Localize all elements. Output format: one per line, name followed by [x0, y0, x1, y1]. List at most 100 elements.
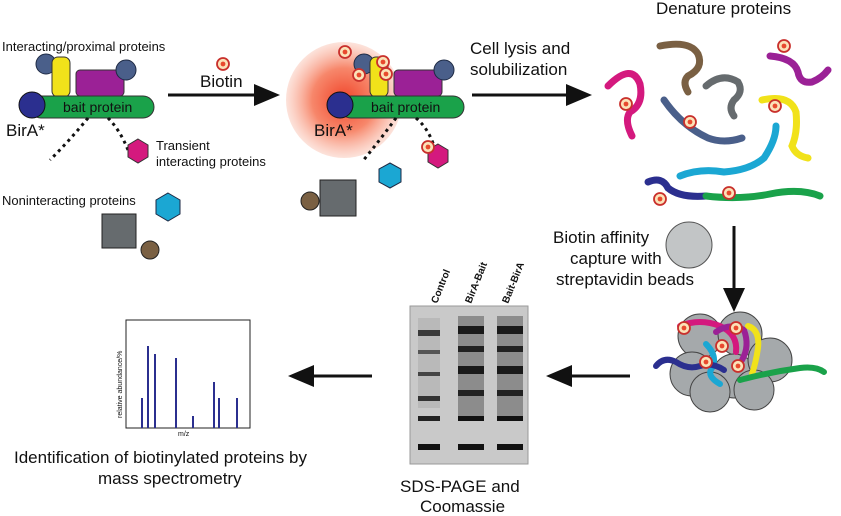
biotin-dot	[715, 339, 729, 353]
interacting-proteins-label: Interacting/proximal proteins	[2, 39, 166, 54]
birA-enzyme-2	[326, 91, 354, 119]
arrow-to-gel	[546, 365, 630, 387]
bait-protein-label-2: bait protein	[371, 99, 440, 115]
panel-bait-complex: Interacting/proximal proteins bait prote…	[2, 39, 266, 260]
step-cell-lysis: Cell lysis and solubilization	[470, 39, 592, 106]
biotin-dot	[699, 355, 713, 369]
spectrum-xlabel: m/z	[178, 431, 190, 438]
affinity-label-3: streptavidin beads	[556, 270, 694, 289]
gel-band	[497, 390, 523, 396]
denatured-strand-magenta	[604, 70, 645, 140]
gel-band	[418, 350, 440, 354]
biotin-dot	[777, 39, 791, 53]
membrane-tail-left	[48, 117, 90, 162]
gel-band	[418, 396, 440, 401]
spectrum-ylabel: relative abundance/%	[117, 351, 124, 418]
arrow-to-ms	[288, 365, 372, 387]
biotin-dot	[731, 359, 745, 373]
gel-band	[497, 444, 523, 450]
proximal-protein-slate-right-2	[433, 59, 455, 81]
gel-band	[497, 346, 523, 352]
membrane-tail-left-2	[360, 117, 398, 163]
captured-strand-purple	[713, 323, 750, 363]
spectrum-frame	[125, 319, 251, 429]
biotin-dot	[653, 192, 667, 206]
gel-lane-label: BirA-Bait	[464, 260, 491, 305]
biotin-dot	[352, 68, 366, 82]
gel-band	[497, 416, 523, 421]
proximal-protein-slate-right	[115, 59, 137, 81]
cell-lysis-label-1: Cell lysis and	[470, 39, 570, 58]
arrow-5-head	[288, 365, 314, 387]
gel-band	[458, 346, 484, 352]
biotin-dot	[421, 140, 435, 154]
arrow-3-head	[723, 288, 745, 312]
biotin-dot	[338, 45, 352, 59]
captured-strand-yellow	[745, 323, 762, 377]
captured-strand-green	[737, 364, 827, 383]
biotin-dot	[379, 67, 393, 81]
gel-band	[418, 444, 440, 450]
affinity-label-2: capture with	[570, 249, 662, 268]
noninteracting-square-2	[319, 179, 357, 217]
biotin-dot	[722, 186, 736, 200]
ms-label-1: Identification of biotinylated proteins …	[14, 448, 307, 467]
proximal-protein-yellow	[51, 56, 71, 98]
noninteracting-circle-2	[300, 191, 320, 211]
birA-enzyme	[18, 91, 46, 119]
arrow-1-head	[254, 84, 280, 106]
panel-bead-capture	[653, 311, 827, 413]
panel-mass-spectrum: relative abundance/% m/z Identification …	[14, 319, 307, 488]
sds-page-label-1: SDS-PAGE and	[400, 477, 520, 496]
biotin-label: Biotin	[200, 72, 243, 91]
denatured-strand-yellow	[758, 95, 812, 162]
bait-protein-label: bait protein	[63, 99, 132, 115]
gel-band	[458, 444, 484, 450]
gel-band	[497, 326, 523, 334]
biotin-dot	[376, 55, 390, 69]
gel-band	[497, 366, 523, 374]
transient-label-2: interacting proteins	[156, 154, 266, 169]
gel-lane-label: Bait-BirA	[501, 261, 527, 305]
captured-strand-magenta	[677, 319, 740, 355]
noninteracting-square	[101, 213, 137, 249]
denatured-strand-purple	[766, 52, 832, 86]
denatured-strand-gray	[702, 74, 744, 120]
noninteracting-label: Noninteracting proteins	[2, 193, 136, 208]
panel-sds-page: Control BirA-Bait Bait-BirA SDS-PAGE and…	[400, 260, 529, 516]
biotin-dot	[729, 321, 743, 335]
noninteracting-hexagon-2	[378, 162, 402, 189]
birA-label-2: BirA*	[314, 121, 353, 140]
transient-protein-hexagon	[127, 138, 149, 164]
sds-page-label-2: Coomassie	[420, 497, 505, 516]
noninteracting-hexagon	[155, 192, 181, 222]
spectrum-peaks	[141, 346, 238, 428]
affinity-label-1: Biotin affinity	[553, 228, 650, 247]
step-biotinylation: Biotin	[168, 57, 280, 106]
panel-denatured-proteins: Denature proteins	[604, 0, 832, 206]
biotin-dot	[677, 321, 691, 335]
biotin-dot	[768, 99, 782, 113]
ms-label-2: mass spectrometry	[98, 469, 242, 488]
gel-band	[418, 416, 440, 421]
gel-band	[458, 326, 484, 334]
streptavidin-bead-icon	[665, 221, 713, 269]
noninteracting-circle	[140, 240, 160, 260]
denatured-strand-brown	[656, 40, 704, 96]
gel-band	[458, 416, 484, 421]
biotin-dot	[683, 115, 697, 129]
gel-band	[458, 390, 484, 396]
biotin-icon	[216, 57, 230, 71]
gel-band	[418, 372, 440, 376]
gel-lane-smear	[418, 318, 440, 408]
membrane-tail-right	[106, 116, 130, 151]
arrow-2-head	[566, 84, 592, 106]
gel-band	[458, 366, 484, 374]
cell-lysis-label-2: solubilization	[470, 60, 567, 79]
birA-label: BirA*	[6, 121, 45, 140]
denature-label: Denature proteins	[656, 0, 791, 18]
gel-band	[418, 330, 440, 336]
arrow-4-head	[546, 365, 572, 387]
denatured-strand-slate	[660, 96, 746, 145]
